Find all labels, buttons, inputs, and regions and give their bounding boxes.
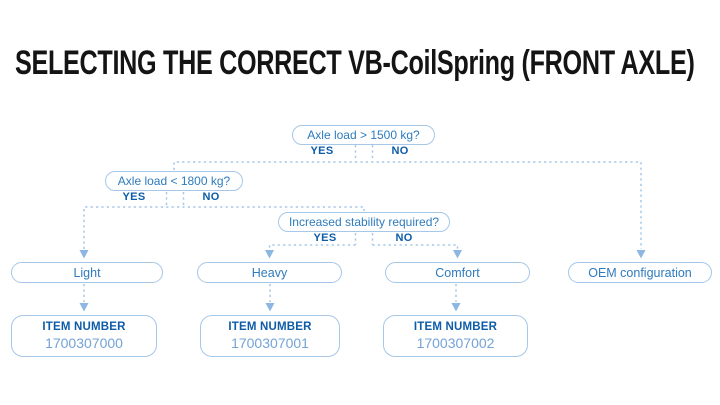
decision-question: Axle load < 1800 kg? (117, 174, 231, 188)
no-label-d1: NO (391, 145, 409, 157)
item-number-label: ITEM NUMBER (42, 321, 126, 334)
item-number-box-comfort: ITEM NUMBER 1700307002 (383, 315, 528, 357)
decision-axle-load-1500: Axle load > 1500 kg? (292, 125, 435, 145)
item-number-value: 1700307001 (231, 334, 309, 351)
arrowhead-oem-icon (636, 250, 646, 259)
yes-label-d3: YES (313, 232, 337, 244)
decision-question: Axle load > 1500 kg? (307, 128, 420, 142)
yes-label-d1: YES (310, 145, 334, 157)
arrowhead-heavy-item-icon (265, 303, 275, 312)
decision-question: Increased stability required? (288, 215, 440, 229)
no-label-d2: NO (202, 191, 220, 203)
connector-d3-no-rail (372, 244, 459, 249)
outcome-heavy: Heavy (197, 262, 342, 283)
outcome-comfort: Comfort (385, 262, 530, 283)
arrowhead-light-icon (79, 250, 89, 259)
yes-label-d2: YES (122, 191, 146, 203)
item-number-value: 1700307000 (45, 334, 123, 351)
outcome-label: Comfort (435, 265, 480, 280)
outcome-label: OEM configuration (588, 265, 692, 280)
outcome-light: Light (11, 262, 163, 283)
item-number-value: 1700307002 (416, 334, 495, 351)
page-title: SELECTING THE CORRECT VB-CoilSpring (FRO… (15, 44, 695, 82)
outcome-oem-configuration: OEM configuration (568, 262, 712, 283)
decision-increased-stability: Increased stability required? (278, 212, 450, 232)
outcome-label: Heavy (251, 265, 288, 280)
item-number-label: ITEM NUMBER (413, 321, 498, 334)
decision-axle-load-1800: Axle load < 1800 kg? (105, 171, 243, 191)
arrowhead-comfort-icon (453, 250, 462, 259)
item-number-box-light: ITEM NUMBER 1700307000 (11, 315, 157, 357)
outcome-label: Light (73, 265, 101, 280)
connector-d3-yes-rail (268, 244, 356, 249)
item-number-box-heavy: ITEM NUMBER 1700307001 (200, 315, 340, 357)
arrowhead-heavy-icon (265, 250, 274, 259)
arrowhead-comfort-item-icon (451, 303, 461, 312)
arrowhead-light-item-icon (79, 303, 89, 312)
item-number-label: ITEM NUMBER (228, 321, 312, 334)
no-label-d3: NO (395, 232, 413, 244)
